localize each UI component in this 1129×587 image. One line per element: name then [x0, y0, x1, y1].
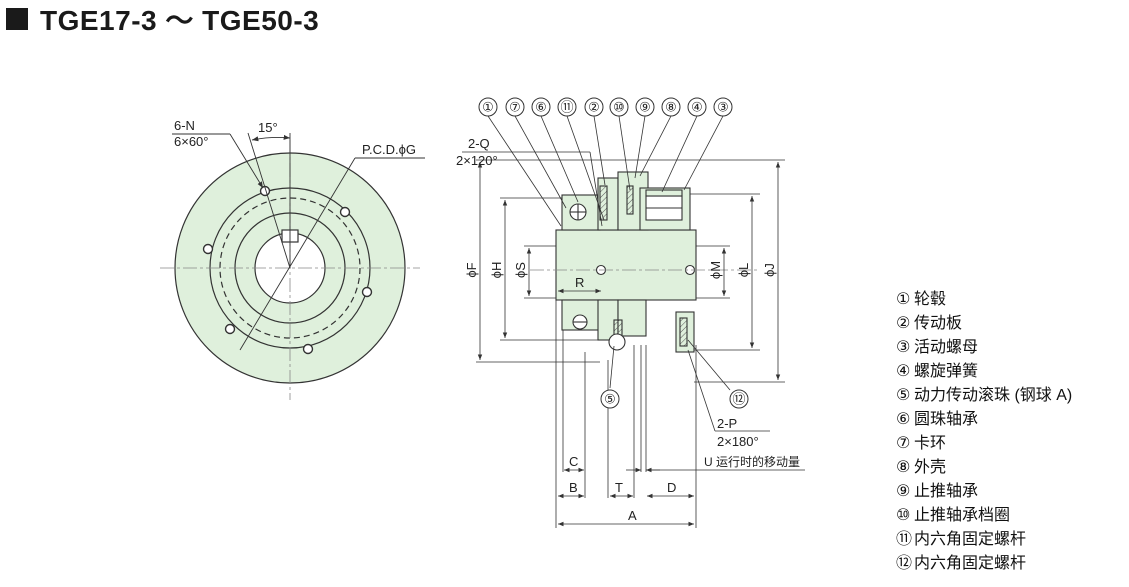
legend-text: 外壳	[914, 459, 947, 476]
legend-text: 内六角固定螺杆	[914, 555, 1027, 572]
tap-q-spacing: 2×120°	[456, 153, 498, 168]
tap-p-spacing: 2×180°	[717, 434, 759, 449]
dim-J: ϕJ	[762, 263, 777, 277]
front-view	[160, 132, 425, 400]
legend-text: 卡环	[914, 435, 947, 452]
tap-q-label: 2-Q	[468, 136, 490, 151]
page-title: TGE17-3 ～ TGE50-3	[6, 2, 319, 36]
legend-text: 止推轴承	[914, 483, 979, 500]
callout-11: ⑪	[560, 100, 573, 115]
dim-B: B	[569, 480, 578, 495]
tap-p-label: 2-P	[717, 416, 737, 431]
legend-text: 动力传动滚珠 (钢球 A)	[914, 387, 1073, 404]
callout-9: ⑨	[639, 100, 651, 115]
hatch-thrust	[626, 185, 634, 215]
bolt-hole	[302, 343, 314, 355]
hub-body	[555, 229, 697, 301]
dim-S: ϕS	[513, 262, 528, 278]
bolt-hole	[361, 286, 373, 298]
legend-num: ①	[896, 291, 911, 308]
dim-T: T	[615, 480, 623, 495]
callout-5: ⑤	[604, 392, 616, 407]
side-view	[462, 115, 805, 528]
legend-num: ②	[896, 315, 911, 332]
legend-text: 传动板	[914, 315, 963, 332]
legend-text: 螺旋弹簧	[914, 363, 979, 380]
legend-num: ④	[896, 363, 911, 380]
pcd-circle	[219, 197, 361, 339]
angle-label: 15°	[258, 120, 278, 135]
callout-12: ⑫	[732, 392, 745, 407]
legend-text: 活动螺母	[914, 339, 979, 356]
hole-count-label: 6-N	[174, 118, 195, 133]
dim-D: D	[667, 480, 676, 495]
legend-text: 内六角固定螺杆	[914, 531, 1027, 548]
dim-L: ϕL	[736, 263, 751, 278]
callout-10: ⑩	[613, 100, 625, 115]
legend-text: 轮毂	[914, 291, 947, 308]
legend-num: ⑫	[896, 555, 913, 572]
callout-1: ①	[482, 100, 494, 115]
callout-2: ②	[588, 100, 600, 115]
title-text: TGE17-3 ～ TGE50-3	[40, 5, 320, 36]
callout-row	[478, 97, 749, 409]
pcd-label: P.C.D.ϕG	[362, 142, 416, 157]
dim-A: A	[628, 508, 637, 523]
legend-num: ⑩	[896, 507, 911, 524]
callout-4: ④	[691, 100, 703, 115]
legend-num: ⑦	[896, 435, 911, 452]
legend-num: ③	[896, 339, 911, 356]
callout-3: ③	[717, 100, 729, 115]
drive-ball	[608, 333, 626, 351]
dim-M: ϕM	[708, 261, 723, 279]
legend-num: ⑤	[896, 387, 911, 404]
dim-H: ϕH	[489, 262, 504, 279]
legend-num: ⑥	[896, 411, 911, 428]
legend-text: 圆珠轴承	[914, 411, 979, 428]
legend-num: ⑪	[896, 531, 913, 548]
hole-spacing-label: 6×60°	[174, 134, 208, 149]
callout-7: ⑦	[509, 100, 521, 115]
bolt-hole	[224, 323, 236, 335]
hatch-plate	[599, 185, 608, 221]
callout-6: ⑥	[535, 100, 547, 115]
dim-U: U 运行时的移动量	[704, 454, 800, 469]
title-square-icon	[6, 8, 28, 30]
housing-lower	[617, 299, 647, 337]
bolt-hole	[339, 206, 351, 218]
bolt-hole	[202, 243, 214, 255]
legend-num: ⑧	[896, 459, 911, 476]
callout-8: ⑧	[665, 100, 677, 115]
dim-R: R	[575, 275, 584, 290]
hatch-thrust-lower	[679, 317, 688, 347]
dim-C: C	[569, 454, 578, 469]
legend-num: ⑨	[896, 483, 911, 500]
bolt-holes	[202, 185, 373, 355]
dim-F: ϕF	[464, 262, 479, 277]
legend-text: 止推轴承档圈	[914, 507, 1011, 524]
